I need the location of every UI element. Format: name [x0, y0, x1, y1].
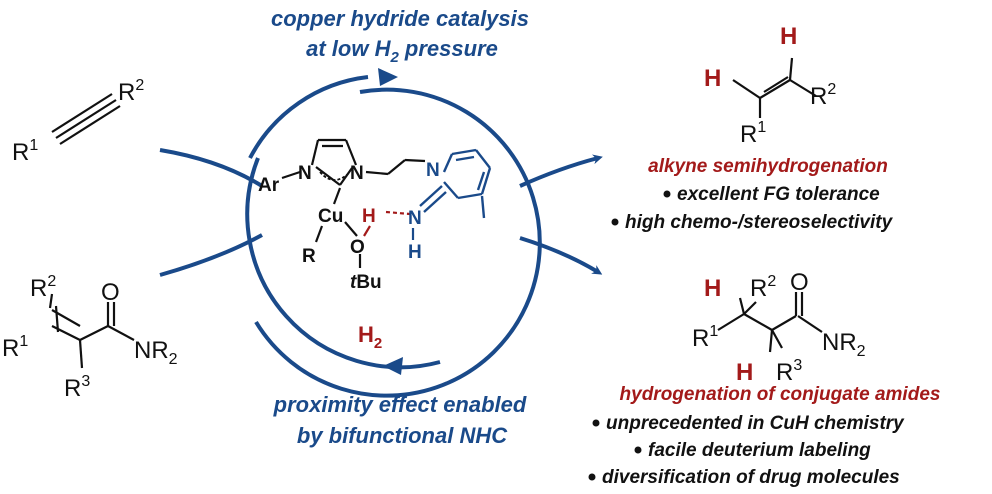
catalyst-h-bond: H	[362, 206, 376, 227]
alkyne-structure: R1 R2	[12, 77, 144, 166]
alkene-structure: H H R1 R2	[704, 23, 836, 148]
enamide-o: O	[101, 279, 120, 306]
amide-h2: H	[736, 359, 753, 386]
catalyst-o: O	[350, 237, 365, 258]
enamide-structure: R2 R1 R3 O NR2	[2, 273, 178, 402]
hydrogenation-item-3: diversification of drug molecules	[602, 467, 900, 488]
top-caption-line2: at low H2 pressure	[306, 36, 498, 66]
cycle-arc-top	[248, 75, 369, 159]
hydrogenation-bullet-2	[634, 446, 642, 454]
cycle-arrowhead-bottom	[383, 357, 403, 375]
alkyne-entry-arrow	[159, 148, 264, 188]
catalyst-n2: N	[350, 163, 364, 184]
catalyst-h-nh: H	[408, 242, 422, 263]
catalyst-n-pyridine: N	[426, 160, 440, 181]
amide-o: O	[790, 269, 809, 296]
catalyst-r: R	[302, 246, 316, 267]
semihydrogenation-item-1: excellent FG tolerance	[677, 184, 880, 205]
catalyst-structure: Ar N N Cu R O tBu H N N H	[258, 138, 492, 293]
hydrogenation-bullet-1	[592, 419, 600, 427]
hydrogenation-title: hydrogenation of conjugate amides	[620, 384, 941, 405]
top-caption-line1: copper hydride catalysis	[271, 6, 529, 31]
cycle-arrowhead-top	[378, 68, 398, 86]
hydrogenation-bullet-3	[588, 473, 596, 481]
alkene-r2: R2	[810, 81, 836, 110]
catalyst-n-imine: N	[408, 208, 422, 229]
enamide-r1: R1	[2, 333, 28, 362]
alkene-h2: H	[780, 23, 797, 50]
amide-r2: R2	[750, 273, 776, 302]
alkene-h1: H	[704, 65, 721, 92]
amide-structure: H H R1 R2 R3 O NR2	[692, 269, 866, 386]
amide-exit-arrow	[519, 236, 603, 275]
bottom-caption-line1: proximity effect enabled	[273, 392, 527, 417]
hydrogenation-item-1: unprecedented in CuH chemistry	[606, 413, 905, 434]
semihydrogenation-title: alkyne semihydrogenation	[648, 156, 888, 177]
catalyst-n1: N	[298, 163, 312, 184]
alkyne-r2: R2	[118, 77, 144, 106]
catalyst-ar: Ar	[258, 175, 280, 196]
semihydrogenation-bullet-2	[611, 218, 619, 226]
amide-r3: R3	[776, 357, 802, 386]
amide-entry-arrow	[159, 233, 263, 277]
cycle-h2: H2	[358, 322, 382, 352]
semihydrogenation-bullet-1	[663, 190, 671, 198]
alkene-r1: R1	[740, 119, 766, 148]
enamide-r3: R3	[64, 373, 90, 402]
amide-r1: R1	[692, 323, 718, 352]
catalyst-cu: Cu	[318, 206, 343, 227]
alkyne-r1: R1	[12, 137, 38, 166]
alkene-exit-arrow	[519, 154, 603, 188]
amide-nr2: NR2	[822, 329, 866, 360]
amide-h1: H	[704, 275, 721, 302]
semihydrogenation-item-2: high chemo-/stereoselectivity	[625, 212, 894, 233]
cycle-arc-right	[254, 87, 542, 398]
hydrogenation-item-2: facile deuterium labeling	[648, 440, 871, 461]
enamide-nr2: NR2	[134, 337, 178, 368]
bottom-caption-line2: by bifunctional NHC	[297, 423, 508, 448]
enamide-r2: R2	[30, 273, 56, 302]
catalyst-tbu: tBu	[350, 272, 382, 293]
